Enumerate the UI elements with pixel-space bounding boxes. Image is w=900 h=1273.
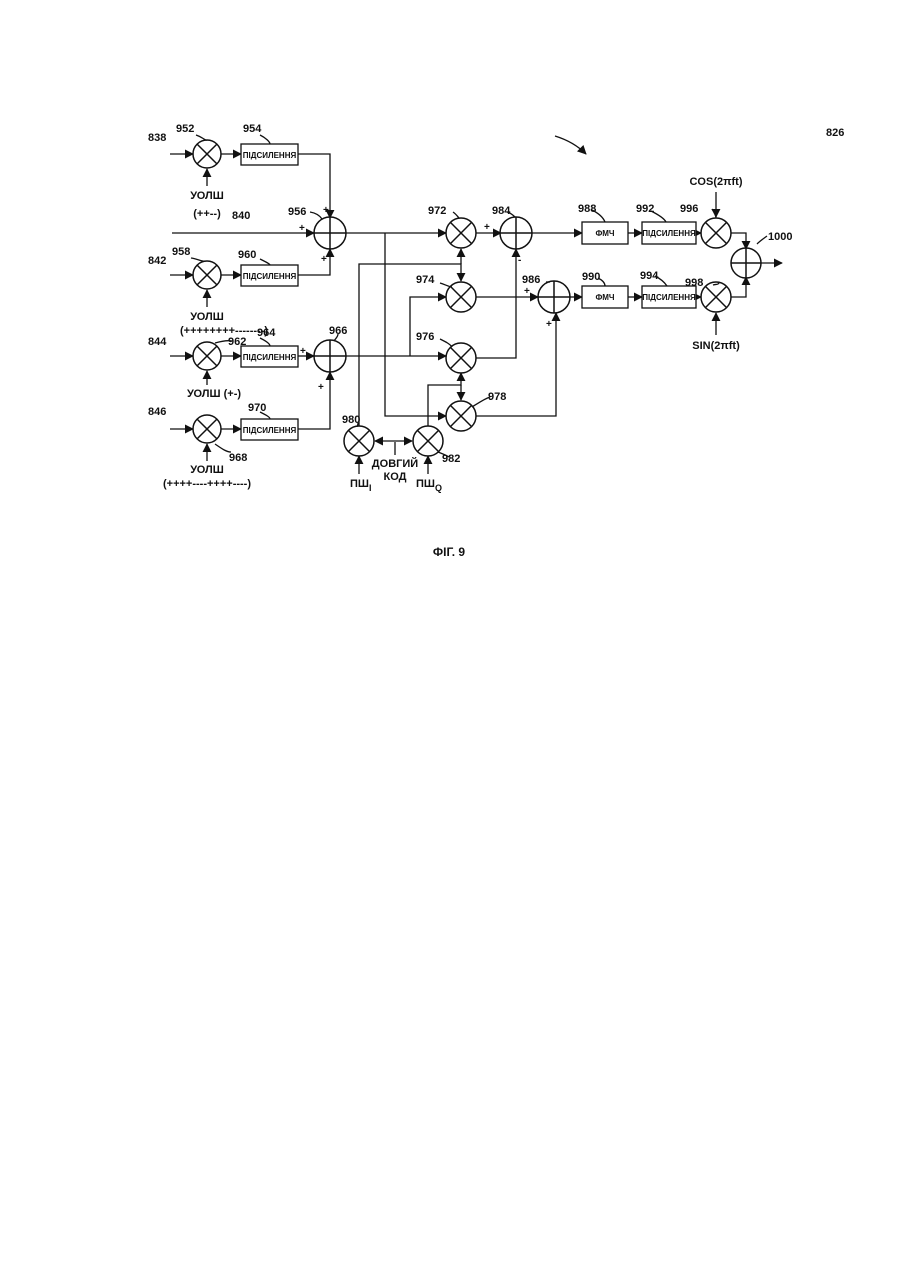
block-960-label: 960 <box>238 249 256 261</box>
gain-block-992: ПІДСИЛЕННЯ <box>642 222 696 244</box>
bpsk-label: ФМЧ <box>595 229 614 238</box>
pn-q-label: ПШQ <box>416 478 442 493</box>
walsh-label-1: УОЛШ <box>190 190 224 202</box>
adder-1000 <box>731 248 761 278</box>
sign-plus: + <box>484 222 490 233</box>
mixer-998-label: 998 <box>685 277 703 289</box>
walsh-label-4: УОЛШ (+-) <box>187 388 241 400</box>
input-838-label: 838 <box>148 132 166 144</box>
mixer-962 <box>193 342 221 370</box>
walsh-seq-3: (++++++++--------) <box>180 325 268 337</box>
mixer-978-label: 978 <box>488 391 506 403</box>
block-994-label: 994 <box>640 270 659 282</box>
block-992-label: 992 <box>636 203 654 215</box>
pn-q-text: ПШ <box>416 478 435 490</box>
mixer-972-label: 972 <box>428 205 446 217</box>
block-970-label: 970 <box>248 402 266 414</box>
adder-1000-label: 1000 <box>768 231 792 243</box>
reference-numbers: 826 838 840 842 844 846 952 954 956 958 … <box>148 123 844 465</box>
gain-label: ПІДСИЛЕННЯ <box>243 353 297 362</box>
gain-block-954: ПІДСИЛЕННЯ <box>241 144 298 165</box>
pn-i-subscript: I <box>369 483 372 493</box>
mixer-968-label: 968 <box>229 452 247 464</box>
mixer-952 <box>193 140 221 168</box>
gain-block-994: ПІДСИЛЕННЯ <box>642 286 696 308</box>
gain-block-970: ПІДСИЛЕННЯ <box>241 419 298 440</box>
sign-plus: + <box>323 205 329 216</box>
mixer-982-label: 982 <box>442 453 460 465</box>
sign-plus: + <box>546 319 552 330</box>
adder-966-label: 966 <box>329 325 347 337</box>
figure-caption: ФІГ. 9 <box>433 545 466 559</box>
gain-block-964: ПІДСИЛЕННЯ <box>241 346 298 367</box>
figure-reference: 826 <box>826 127 844 139</box>
walsh-label-2: УОЛШ <box>190 311 224 323</box>
gain-label: ПІДСИЛЕННЯ <box>642 293 696 302</box>
cos-carrier-label: COS(2πft) <box>689 176 742 188</box>
adder-984-label: 984 <box>492 205 511 217</box>
mixer-962-label: 962 <box>228 336 246 348</box>
walsh-seq-5: (++++----++++----) <box>163 478 251 490</box>
mixer-974-label: 974 <box>416 274 435 286</box>
sign-plus: + <box>300 346 306 357</box>
block-990-label: 990 <box>582 271 600 283</box>
input-844-label: 844 <box>148 336 167 348</box>
mixer-976-label: 976 <box>416 331 434 343</box>
mixer-958 <box>193 261 221 289</box>
block-954-label: 954 <box>243 123 262 135</box>
pn-i-label: ПШI <box>350 478 371 493</box>
sign-plus: + <box>524 286 530 297</box>
block-988-label: 988 <box>578 203 596 215</box>
adder-986-label: 986 <box>522 274 540 286</box>
gain-block-960: ПІДСИЛЕННЯ <box>241 265 298 286</box>
adder-984 <box>500 217 532 249</box>
input-846-label: 846 <box>148 406 166 418</box>
mixer-996-label: 996 <box>680 203 698 215</box>
input-840-label: 840 <box>232 210 250 222</box>
mixer-976 <box>446 343 476 373</box>
long-code-label-2: КОД <box>384 471 407 483</box>
long-code-label-1: ДОВГИЙ <box>372 457 418 470</box>
mixer-996 <box>701 218 731 248</box>
gain-label: ПІДСИЛЕННЯ <box>243 272 297 281</box>
sign-plus: + <box>321 254 327 265</box>
mixer-972 <box>446 218 476 248</box>
adder-986 <box>538 281 570 313</box>
adder-966 <box>314 340 346 372</box>
pn-i-text: ПШ <box>350 478 369 490</box>
bpsk-block-990: ФМЧ <box>582 286 628 308</box>
adder-956-label: 956 <box>288 206 306 218</box>
mixer-998 <box>701 282 731 312</box>
mixer-980 <box>344 426 374 456</box>
gain-label: ПІДСИЛЕННЯ <box>243 151 297 160</box>
mixer-958-label: 958 <box>172 246 190 258</box>
walsh-label-5: УОЛШ <box>190 464 224 476</box>
walsh-seq-1: (++--) <box>193 208 221 220</box>
mixer-978 <box>446 401 476 431</box>
mixer-968 <box>193 415 221 443</box>
bpsk-block-988: ФМЧ <box>582 222 628 244</box>
mixer-980-label: 980 <box>342 414 360 426</box>
sign-plus: + <box>318 382 324 393</box>
adder-956 <box>314 217 346 249</box>
bpsk-label: ФМЧ <box>595 293 614 302</box>
pn-q-subscript: Q <box>435 483 442 493</box>
sin-carrier-label: SIN(2πft) <box>692 340 740 352</box>
gain-label: ПІДСИЛЕННЯ <box>642 229 696 238</box>
gain-label: ПІДСИЛЕННЯ <box>243 426 297 435</box>
mixer-952-label: 952 <box>176 123 194 135</box>
input-842-label: 842 <box>148 255 166 267</box>
sign-minus: - <box>518 255 521 266</box>
sign-plus: + <box>299 223 305 234</box>
